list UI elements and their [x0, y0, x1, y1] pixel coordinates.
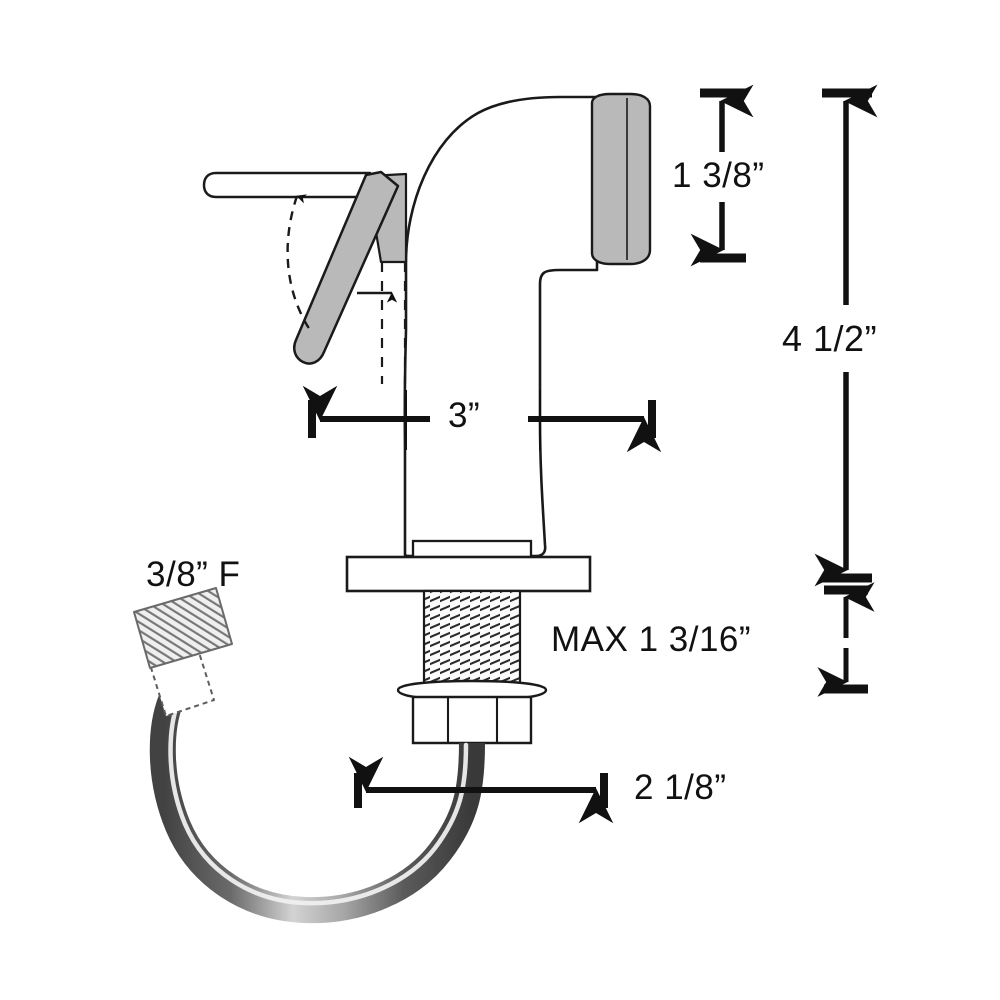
lever-handle-closed-position[interactable] — [293, 170, 400, 365]
threaded-mounting-shank — [422, 589, 522, 692]
dimension-label-hose-clearance: 2 1/8” — [634, 768, 727, 807]
dimension-label-spout-height: 1 3/8” — [672, 156, 765, 195]
hose-specular-highlight — [168, 699, 469, 906]
hose-outline-shadow — [149, 695, 485, 924]
knurled-hose-nut — [133, 587, 233, 669]
dimension-spout-reach — [302, 385, 662, 453]
mounting-lock-nut — [411, 695, 533, 745]
faucet-spout-body — [403, 95, 599, 558]
dimension-label-spout-reach: 3” — [448, 396, 481, 435]
dimension-spout-height — [690, 84, 754, 267]
braided-supply-hose — [149, 695, 485, 924]
dimension-label-max-deck-thickness: MAX 1 3/16” — [551, 620, 752, 659]
dimension-max-deck-thickness — [817, 582, 875, 697]
dimension-label-overall-height: 4 1/2” — [782, 318, 878, 359]
spout-end-cap — [590, 92, 652, 266]
body-base-collar — [411, 539, 533, 560]
faucet-assembly — [133, 92, 652, 924]
deck-escutcheon-flange — [345, 555, 592, 593]
dimension-hose-clearance — [348, 756, 614, 824]
handle-rotation-arc — [286, 194, 312, 331]
lever-handle-open-position[interactable] — [202, 171, 372, 199]
callout-label-inlet-thread: 3/8” F — [146, 555, 241, 594]
dimension-overall-height — [814, 84, 878, 587]
